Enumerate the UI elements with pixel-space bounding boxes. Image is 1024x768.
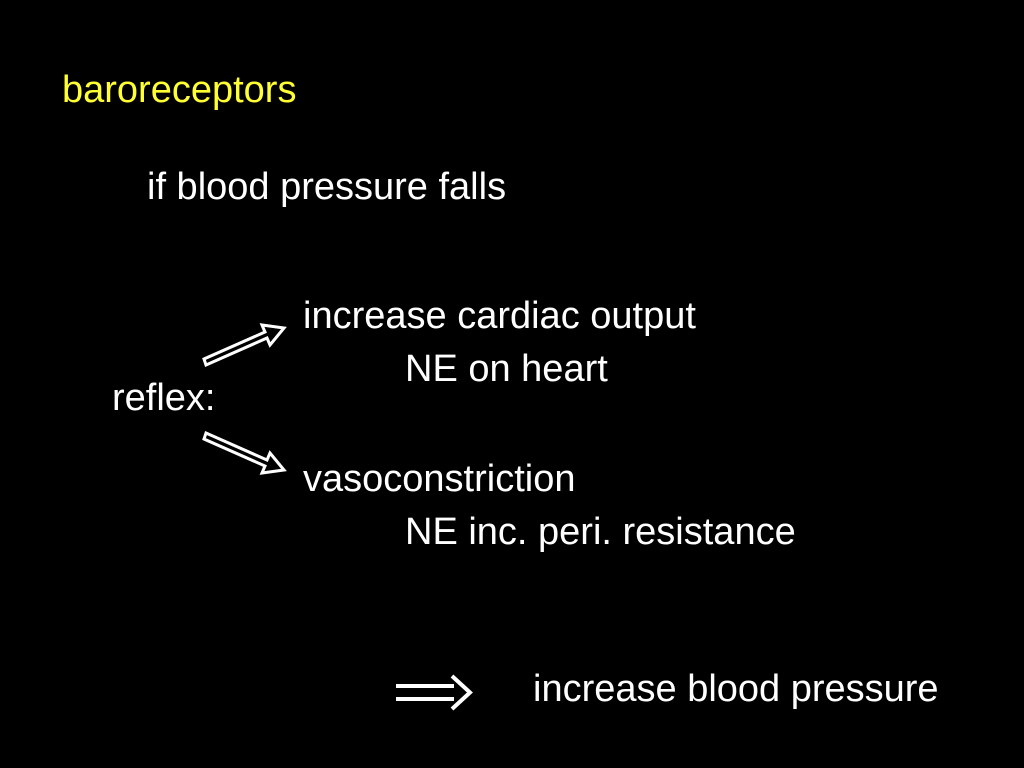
- hollow-arrow-up-right-icon: [202, 323, 287, 368]
- effect-vasoconstriction: vasoconstriction: [303, 458, 576, 500]
- effect-cardiac-output: increase cardiac output: [303, 295, 696, 337]
- result-text: increase blood pressure: [533, 668, 939, 710]
- condition-text: if blood pressure falls: [147, 166, 507, 208]
- double-arrow-right-icon: [396, 674, 473, 711]
- reflex-label: reflex:: [112, 377, 216, 419]
- effect-vasoconstriction-detail: NE inc. peri. resistance: [405, 511, 796, 553]
- slide-title: baroreceptors: [62, 69, 297, 111]
- effect-cardiac-output-detail: NE on heart: [405, 348, 608, 390]
- hollow-arrow-down-right-icon: [202, 430, 287, 475]
